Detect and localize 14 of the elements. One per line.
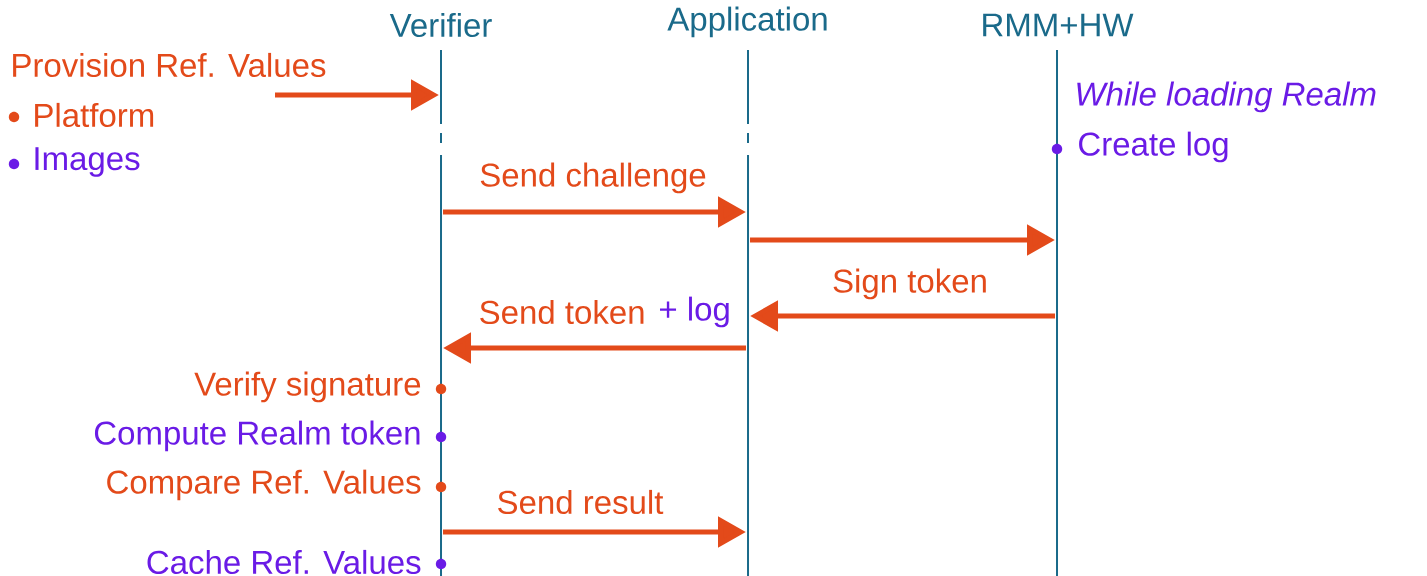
note-heading: While loading Realm — [1077, 81, 1376, 113]
edge-label: Send result — [494, 487, 666, 517]
bullet-item: Images — [8, 147, 140, 177]
note-heading: Provision Ref. Values — [13, 52, 326, 78]
action-note: Cache Ref. Values — [147, 549, 447, 575]
action-note: Compute Realm token — [94, 420, 447, 452]
action-note: Compare Ref. Values — [107, 469, 447, 501]
bullet-item: Platform — [8, 102, 154, 128]
edge-label: Send challenge — [477, 160, 709, 196]
edge-label: Send token — [476, 297, 648, 327]
action-note: Create log — [1051, 131, 1228, 163]
edge-label: Sign token — [830, 266, 990, 302]
action-note: Verify signature — [194, 371, 447, 403]
label-text: + log — [660, 296, 729, 328]
